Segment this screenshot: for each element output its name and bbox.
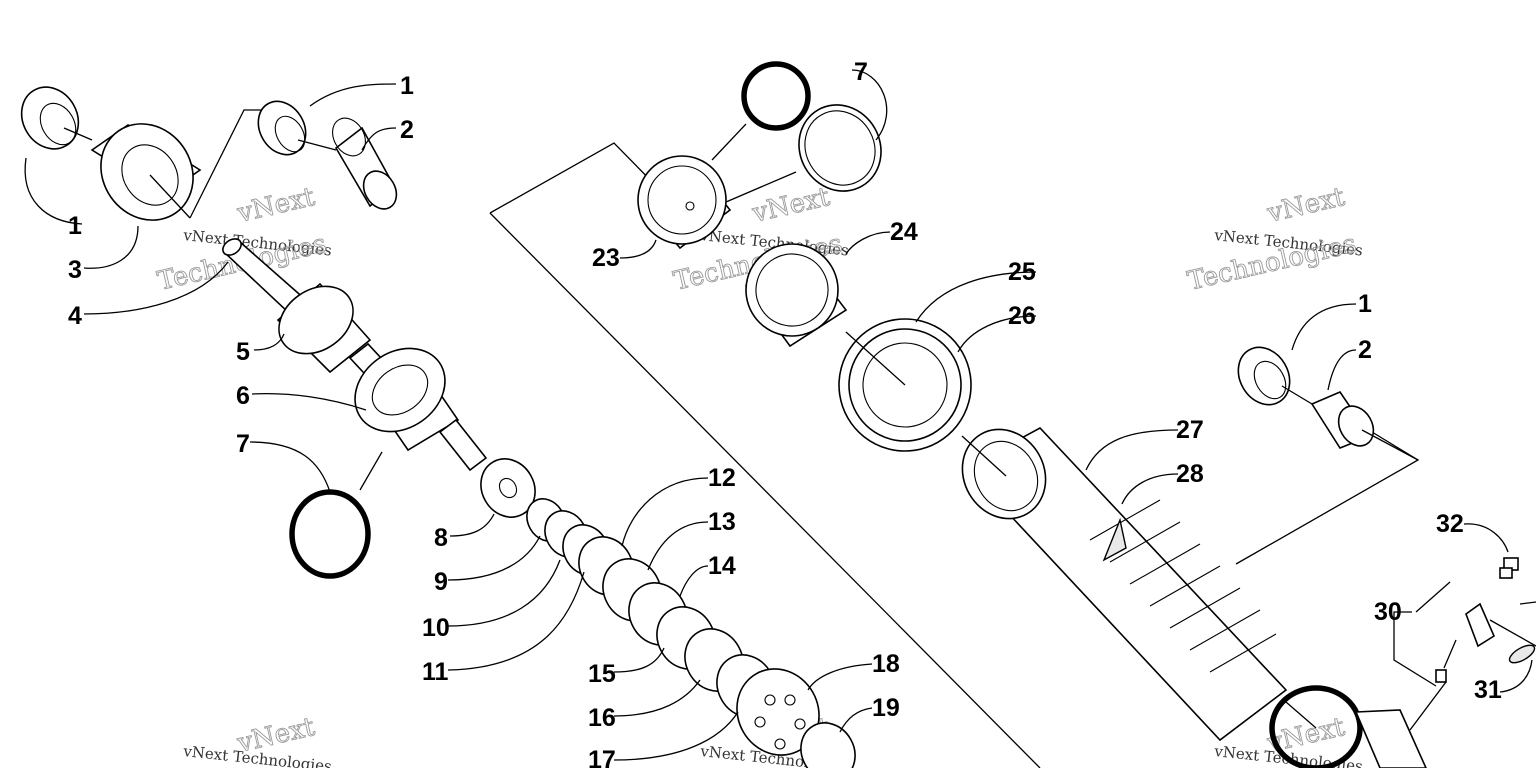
callout-labels: 1 2 1 3 4 5 6 7 8 9 10 11 12 13 14 15 16… — [68, 58, 1502, 768]
callout-label: 27 — [1176, 416, 1204, 444]
bracket-lines — [189, 109, 1451, 768]
bracket-long-diagonal — [489, 212, 1041, 768]
callout-label: 32 — [1436, 510, 1464, 538]
cap-31 — [1508, 644, 1536, 664]
spacer-3 — [90, 123, 202, 221]
o-ring-7-top — [741, 61, 811, 131]
bracket-upper-left — [189, 109, 262, 219]
bushing-1-right — [1237, 346, 1291, 406]
reservoir-cap — [1354, 709, 1427, 768]
callout-label: 7 — [236, 430, 250, 458]
callout-label: 28 — [1176, 460, 1204, 488]
watermark-arc: vNext — [234, 182, 318, 229]
callout-label: 2 — [400, 116, 414, 144]
body-cap-6 — [354, 347, 460, 452]
leader-lines — [24, 69, 1536, 761]
callout-label: 23 — [592, 244, 620, 272]
piston-23 — [637, 155, 732, 250]
callout-label: 1 — [1358, 290, 1372, 318]
bracket-valve-top — [1415, 581, 1451, 613]
shock-body-27 — [961, 427, 1288, 742]
callout-label: 8 — [434, 524, 448, 552]
valve-30 — [1435, 602, 1496, 683]
watermark-4: vNext vNext Technologies — [182, 711, 333, 768]
spring-seat-28 — [1102, 517, 1127, 562]
callout-label: 18 — [872, 650, 900, 678]
sleeve-24 — [744, 243, 848, 348]
sleeve-2-top — [332, 117, 398, 210]
callout-label: 5 — [236, 338, 250, 366]
bushing-1-top — [257, 100, 307, 156]
callout-label: 2 — [1358, 336, 1372, 364]
callout-label: 31 — [1474, 676, 1502, 704]
callout-label: 11 — [422, 658, 449, 686]
washer-8 — [480, 458, 536, 518]
o-ring-7-left — [289, 489, 371, 579]
threaded-stud — [438, 418, 488, 472]
callout-label: 26 — [1008, 302, 1036, 330]
screw-32 — [1499, 557, 1519, 579]
callout-label: 3 — [68, 256, 82, 284]
callout-label: 7 — [854, 58, 868, 86]
callout-label: 16 — [588, 704, 616, 732]
callout-label: 19 — [872, 694, 900, 722]
callout-label: 17 — [588, 746, 616, 768]
callout-label: 1 — [400, 72, 414, 100]
watermark-arc: vNext — [749, 182, 833, 229]
callout-label: 12 — [708, 464, 736, 492]
callout-label: 25 — [1008, 258, 1036, 286]
callout-label: 13 — [708, 508, 736, 536]
bracket-valve — [1393, 611, 1437, 687]
callout-label: 14 — [708, 552, 736, 580]
callout-label: 30 — [1374, 598, 1402, 626]
callout-label: 1 — [68, 212, 82, 240]
callout-label: 24 — [890, 218, 918, 246]
callout-label: 6 — [236, 382, 250, 410]
bumper-5 — [276, 282, 372, 374]
callout-label: 9 — [434, 568, 448, 596]
bracket-right — [1235, 431, 1420, 565]
sleeve-2-right — [1310, 391, 1375, 449]
bracket-top-piston — [489, 142, 661, 214]
watermark-arc: vNext — [1264, 182, 1348, 229]
watermark-3: vNext vNext Technologies Technologies — [1184, 181, 1363, 297]
washer-19 — [800, 722, 856, 768]
callout-label: 10 — [422, 614, 450, 642]
bushing-1-left — [20, 86, 80, 150]
callout-label: 15 — [588, 660, 616, 688]
piston-18 — [736, 668, 820, 756]
callout-label: 4 — [68, 302, 82, 330]
backup-ring-7 — [798, 104, 882, 192]
o-ring-lower-right — [1269, 685, 1363, 768]
